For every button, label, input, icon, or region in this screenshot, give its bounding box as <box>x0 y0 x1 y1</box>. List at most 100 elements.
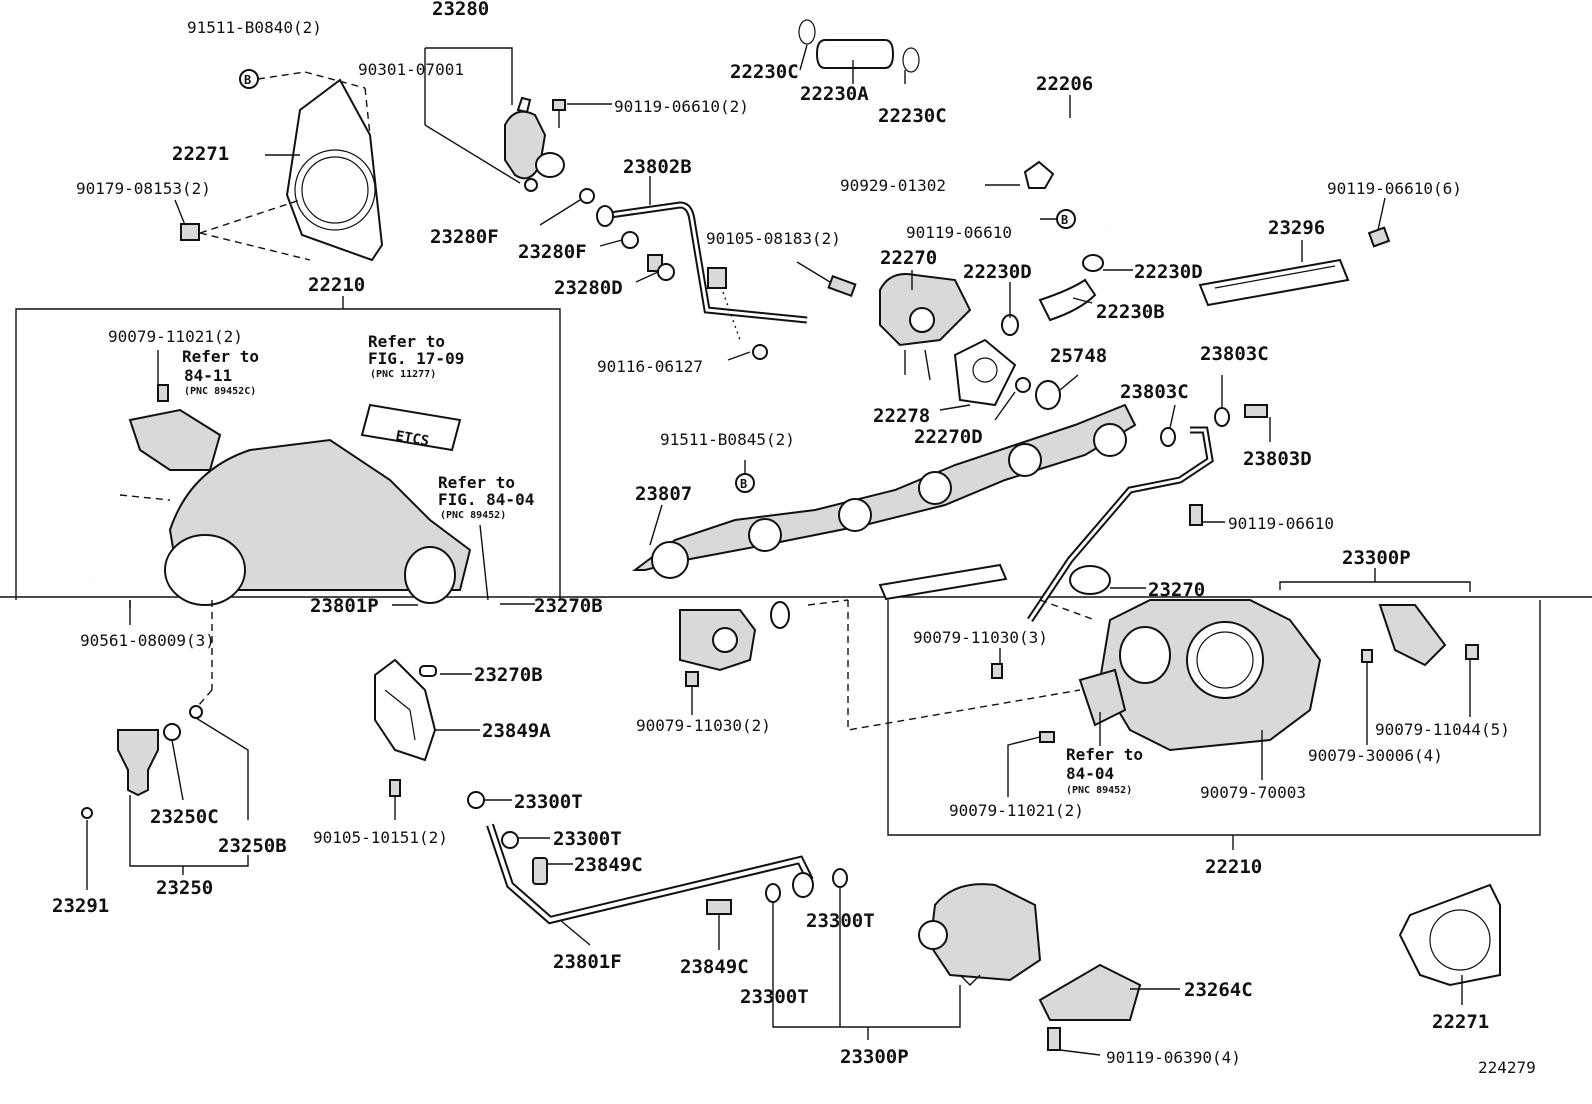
intake-23807-part <box>632 403 1137 579</box>
label-90079-70003: 90079-70003 <box>1200 783 1306 802</box>
label-22230b: 22230B <box>1096 301 1165 323</box>
label-22230c-a: 22230C <box>730 61 799 83</box>
label-23849c-b: 23849C <box>680 956 749 978</box>
nut-90079-30006-part <box>1361 649 1373 663</box>
throttle-body-right-part <box>1078 599 1447 752</box>
svg-text:ETCS: ETCS <box>394 428 430 450</box>
bolt-23849c-a-part <box>532 857 548 885</box>
gasket-23300t-c-part <box>765 883 781 903</box>
label-90079-11030-3: 90079-11030(3) <box>913 628 1048 647</box>
plug-25748-part <box>1035 380 1061 410</box>
hose-22230a-part <box>798 19 920 73</box>
bolt-90105-10151-part <box>389 779 401 797</box>
label-22230d-a: 22230D <box>963 261 1032 283</box>
gasket-23803c-b-part <box>1214 407 1230 427</box>
label-90079-30006: 90079-30006(4) <box>1308 746 1443 765</box>
label-25748: 25748 <box>1050 345 1107 367</box>
bolt-90105-08183-part <box>827 274 857 298</box>
label-22210-top: 22210 <box>308 274 365 296</box>
water-outlet-part <box>504 96 565 192</box>
gasket-top-part <box>285 78 384 262</box>
label-90079-11021-2b: 90079-11021(2) <box>949 801 1084 820</box>
ref-84-04a-line1: Refer to <box>438 473 515 492</box>
ref-84-04a-pnc: (PNC 89452) <box>440 510 506 521</box>
gasket-23300t-b-part <box>501 831 519 849</box>
label-23296: 23296 <box>1268 217 1325 239</box>
label-90561-08009: 90561-08009(3) <box>80 631 215 650</box>
gasket-23300t-a-part <box>467 791 485 809</box>
label-23250: 23250 <box>156 877 213 899</box>
ref-84-11-line1: Refer to <box>182 347 259 366</box>
label-90079-11030-2: 90079-11030(2) <box>636 716 771 735</box>
label-23264c: 23264C <box>1184 979 1253 1001</box>
label-23280d: 23280D <box>554 277 623 299</box>
bolt-part <box>552 99 566 128</box>
label-22278: 22278 <box>873 405 930 427</box>
label-23300t-c: 23300T <box>740 986 809 1008</box>
label-90119-06610-2: 90119-06610(2) <box>614 97 749 116</box>
bolt-90119-06610-b-part <box>1189 504 1203 526</box>
reference-notes: Refer to 84-11 (PNC 89452C) Refer to FIG… <box>182 332 1143 796</box>
right-assembly-frame <box>887 600 1541 850</box>
gasket-23280f-a-part <box>579 188 595 204</box>
label-23300t-d: 23300T <box>806 910 875 932</box>
bolt-90079-11030-2-part <box>685 671 699 687</box>
label-90119-06610-b: 90119-06610 <box>1228 514 1334 533</box>
figure-number: 224279 <box>1478 1058 1536 1077</box>
label-23280f-a: 23280F <box>430 226 499 248</box>
label-23300p-a: 23300P <box>1342 547 1411 569</box>
label-23270b-b: 23270B <box>474 664 543 686</box>
ref-17-09-line1: Refer to <box>368 332 445 351</box>
b-mark-3: B <box>735 473 755 493</box>
ref-17-09-pnc: (PNC 11277) <box>370 369 436 380</box>
grommet-23291-part <box>81 807 93 819</box>
pipe-22206-part <box>929 50 1131 230</box>
bolt-90079-11021-b-part <box>1039 731 1055 743</box>
ref-84-04b-line2: 84-04 <box>1066 764 1114 783</box>
label-23250c: 23250C <box>150 806 219 828</box>
label-23300p-b: 23300P <box>840 1046 909 1068</box>
gasket-22278-part <box>953 338 1017 407</box>
label-22230a: 22230A <box>800 83 869 105</box>
label-23803d: 23803D <box>1243 448 1312 470</box>
bracket-23849a-part <box>374 658 437 762</box>
throttle-body-left-part <box>77 408 472 606</box>
label-90116-06127: 90116-06127 <box>597 357 703 376</box>
label-22271-top: 22271 <box>172 143 229 165</box>
bolt-90119-06390-part <box>1047 1027 1061 1051</box>
bolt-90079-11044-part <box>1465 644 1479 660</box>
hose-23270b-b-part <box>419 665 437 677</box>
bolt-90116-part <box>752 344 768 360</box>
label-22210-bottom: 22210 <box>1205 856 1262 878</box>
label-23849a: 23849A <box>482 720 551 742</box>
gasket-22271-bottom-part <box>1398 883 1501 987</box>
label-23803c-b: 23803C <box>1200 343 1269 365</box>
gasket-right-part <box>770 601 790 629</box>
gasket-23803c-a-part <box>1160 427 1176 447</box>
regulator-23300p-part <box>918 883 1042 986</box>
injector-23250-part <box>117 705 203 797</box>
label-23280: 23280 <box>432 0 489 20</box>
label-90301-07001: 90301-07001 <box>358 60 464 79</box>
gasket-22270d-part <box>1015 377 1031 393</box>
label-23801p: 23801P <box>310 595 379 617</box>
svg-text:B: B <box>740 477 747 491</box>
label-90179-08153: 90179-08153(2) <box>76 179 211 198</box>
label-90119-06610-6: 90119-06610(6) <box>1327 179 1462 198</box>
clip-90929-part <box>1023 160 1055 189</box>
pipe-23801f-part <box>486 823 814 925</box>
bolt-90119-06610-6-part <box>1367 226 1391 248</box>
label-22270d: 22270D <box>914 426 983 448</box>
label-23807: 23807 <box>635 483 692 505</box>
b-mark-1: B <box>239 69 259 89</box>
label-23280f-b: 23280F <box>518 241 587 263</box>
label-91511-b0840: 91511-B0840(2) <box>187 18 322 37</box>
label-91511-b0845: 91511-B0845(2) <box>660 430 795 449</box>
bolt-23849c-b-part <box>706 899 732 915</box>
clamp-22230d-b-part <box>1082 254 1104 272</box>
hose-23801p-part <box>410 600 443 642</box>
ref-84-11-pnc: (PNC 89452C) <box>184 386 256 397</box>
hose-22230b-part <box>1038 278 1097 322</box>
